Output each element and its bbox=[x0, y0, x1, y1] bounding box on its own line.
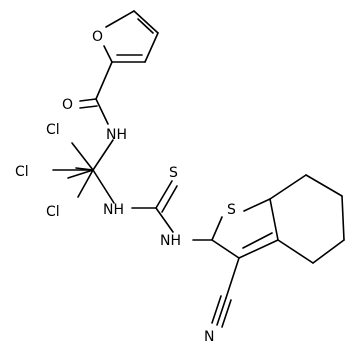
bond bbox=[77, 169, 94, 198]
bond bbox=[243, 198, 271, 212]
atom-label-thiophene-s: S bbox=[227, 202, 236, 218]
atom-label-furan-o: O bbox=[92, 29, 103, 45]
bond bbox=[75, 167, 94, 171]
atom-label-amide-nh: NH bbox=[106, 127, 127, 143]
amide-group bbox=[79, 61, 113, 125]
bond bbox=[269, 174, 307, 200]
bond bbox=[238, 239, 279, 259]
bond bbox=[277, 239, 314, 264]
bond bbox=[211, 295, 222, 324]
bond bbox=[95, 98, 109, 125]
atom-label-nitrile-n: N bbox=[204, 329, 214, 345]
bond bbox=[211, 216, 223, 241]
bond bbox=[155, 180, 173, 209]
bond bbox=[305, 174, 343, 197]
trichloroethyl-group bbox=[52, 139, 114, 198]
bond bbox=[225, 257, 240, 299]
bond bbox=[161, 185, 178, 213]
bond bbox=[71, 142, 94, 171]
atom-label-thiourea-nh-right: NH bbox=[160, 233, 181, 249]
atom-label-carbonyl-o: O bbox=[62, 97, 73, 113]
atom-label-cl-bottom: Cl bbox=[46, 204, 60, 220]
bond bbox=[79, 98, 97, 102]
nitrile-group bbox=[211, 257, 240, 328]
tetrahydrobenzothiophene-ring bbox=[192, 174, 345, 264]
bond bbox=[79, 105, 98, 109]
bond bbox=[221, 299, 232, 328]
atom-label-cl-left: Cl bbox=[15, 164, 29, 180]
furan-ring bbox=[103, 10, 159, 63]
bond bbox=[211, 239, 240, 259]
bond bbox=[341, 195, 345, 241]
bond bbox=[133, 10, 159, 34]
bond bbox=[137, 18, 154, 34]
bond bbox=[216, 297, 227, 326]
bond bbox=[103, 45, 113, 63]
bond bbox=[312, 239, 345, 264]
bond bbox=[92, 169, 115, 204]
bond bbox=[269, 198, 279, 241]
atom-label-thiourea-s: S bbox=[169, 165, 178, 181]
atom-label-cl-top: Cl bbox=[46, 122, 60, 138]
atom-label-thiourea-nh-left: NH bbox=[103, 202, 124, 218]
thiourea-group bbox=[92, 169, 178, 233]
bond bbox=[92, 139, 114, 171]
bond bbox=[144, 32, 159, 63]
bond bbox=[105, 10, 135, 28]
bond bbox=[242, 232, 273, 249]
bond bbox=[155, 207, 174, 233]
bond bbox=[95, 61, 113, 100]
bond bbox=[67, 169, 94, 179]
